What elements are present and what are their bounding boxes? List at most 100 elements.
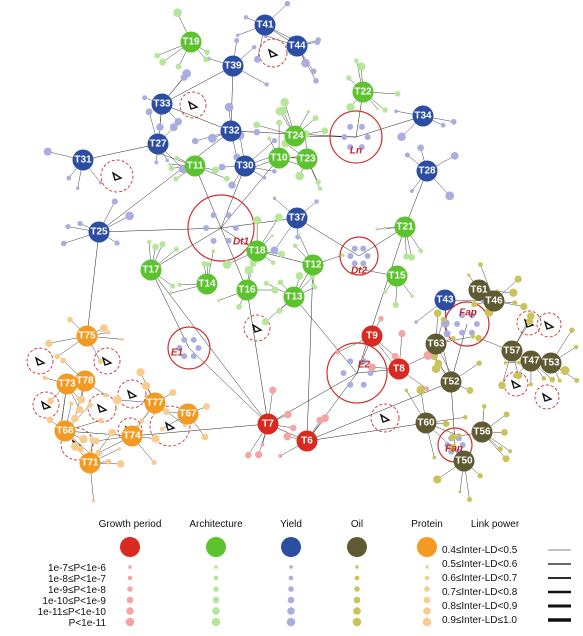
trait-node-t10[interactable]: T10	[268, 147, 290, 169]
trait-node-t41[interactable]: T41	[254, 14, 276, 36]
snp-node	[466, 387, 474, 394]
legend-pvalue-dot	[423, 596, 431, 604]
trait-node-t23[interactable]: T23	[296, 148, 318, 170]
trait-node-circle	[361, 325, 383, 347]
trait-node-circle	[79, 452, 101, 474]
snp-node	[434, 359, 443, 368]
trait-node-t25[interactable]: T25	[88, 221, 110, 243]
group-label-e2: E2	[358, 360, 371, 371]
snp-node	[125, 211, 134, 221]
trait-node-label: T11	[187, 161, 204, 172]
trait-node-t56[interactable]: T56	[471, 421, 493, 443]
trait-node-circle	[501, 340, 523, 362]
snp-node	[75, 405, 84, 414]
legend-pvalue-dot	[212, 607, 220, 615]
trait-node-t43[interactable]: T43	[434, 289, 456, 311]
snp-node	[404, 152, 410, 158]
trait-node-t57[interactable]: T57	[501, 340, 523, 362]
trait-node-t44[interactable]: T44	[286, 35, 308, 57]
trait-node-t71[interactable]: T71	[79, 452, 101, 474]
snp-node	[445, 191, 455, 201]
snp-node	[450, 118, 457, 125]
trait-node-circle	[144, 392, 166, 414]
snp-node	[297, 232, 301, 237]
trait-node-t50[interactable]: T50	[453, 450, 475, 472]
trait-node-t30[interactable]: T30	[234, 155, 256, 177]
trait-node-t46[interactable]: T46	[483, 290, 505, 312]
trait-node-t24[interactable]: T24	[284, 125, 306, 147]
trait-node-t31[interactable]: T31	[72, 149, 94, 171]
trait-node-t6[interactable]: T6	[296, 430, 318, 452]
trait-node-label: T39	[224, 61, 242, 72]
trait-node-t13[interactable]: T13	[283, 286, 305, 308]
snp-node	[218, 163, 226, 171]
snp-node	[449, 433, 457, 441]
trait-node-t34[interactable]: T34	[412, 105, 434, 127]
trait-node-circle	[440, 371, 462, 393]
snp-node	[98, 417, 104, 424]
trait-node-label: T13	[285, 292, 303, 303]
trait-node-t63[interactable]: T63	[425, 333, 447, 355]
trait-node-t28[interactable]: T28	[416, 160, 438, 182]
trait-node-t39[interactable]: T39	[222, 55, 244, 77]
trait-node-label: T28	[418, 166, 436, 177]
trait-node-t11[interactable]: T11	[184, 155, 206, 177]
trait-node-t27[interactable]: T27	[147, 133, 169, 155]
trait-node-circle	[72, 149, 94, 171]
snp-node	[410, 294, 415, 298]
snp-node	[181, 353, 188, 360]
trait-node-t52[interactable]: T52	[440, 371, 462, 393]
cluster-circle-dashed	[93, 347, 121, 375]
snp-node	[477, 473, 483, 479]
link-line	[306, 381, 452, 442]
trait-node-t14[interactable]: T14	[196, 273, 218, 295]
ld-link	[541, 392, 553, 402]
ld-link	[510, 379, 522, 389]
trait-node-t75[interactable]: T75	[76, 325, 98, 347]
snp-node	[274, 213, 283, 222]
snp-node	[340, 253, 345, 258]
snp-node	[283, 432, 292, 441]
trait-node-t19[interactable]: T19	[180, 31, 202, 53]
snp-node	[503, 361, 508, 365]
trait-node-t47[interactable]: T47	[520, 350, 542, 372]
trait-node-t68[interactable]: T68	[54, 420, 76, 442]
trait-node-t9[interactable]: T9	[361, 325, 383, 347]
trait-node-t73[interactable]: T73	[56, 373, 78, 395]
trait-node-t12[interactable]: T12	[302, 254, 324, 276]
trait-node-label: T56	[473, 427, 491, 438]
trait-node-t67[interactable]: T67	[177, 403, 199, 425]
ld-link	[543, 320, 555, 330]
trait-node-t21[interactable]: T21	[394, 216, 416, 238]
trait-node-t53[interactable]: T53	[540, 352, 562, 374]
trait-node-t61[interactable]: T61	[468, 279, 490, 301]
trait-node-t18[interactable]: T18	[246, 240, 268, 262]
trait-node-label: T22	[354, 87, 372, 98]
trait-node-t22[interactable]: T22	[352, 81, 374, 103]
snp-node	[459, 312, 466, 319]
trait-node-t74[interactable]: T74	[121, 425, 143, 447]
ld-link	[267, 48, 279, 58]
snp-node	[60, 357, 67, 364]
snp-node	[454, 321, 461, 327]
trait-node-t77[interactable]: T77	[144, 392, 166, 414]
trait-node-circle	[425, 333, 447, 355]
trait-node-label: T75	[78, 331, 96, 342]
snp-node	[159, 426, 165, 432]
trait-node-t37[interactable]: T37	[286, 207, 308, 229]
snp-node	[295, 171, 305, 181]
trait-node-t32[interactable]: T32	[220, 120, 242, 142]
link-line	[150, 227, 222, 271]
trait-node-t33[interactable]: T33	[151, 93, 173, 115]
cluster-circle-dashed	[117, 417, 143, 443]
trait-node-t7[interactable]: T7	[257, 413, 279, 435]
trait-node-t8[interactable]: T8	[388, 358, 410, 380]
trait-node-label: T46	[485, 296, 503, 307]
snp-node	[261, 318, 269, 326]
trait-node-t15[interactable]: T15	[386, 265, 408, 287]
trait-node-t17[interactable]: T17	[140, 259, 162, 281]
trait-node-t78[interactable]: T78	[74, 370, 96, 392]
trait-node-t60[interactable]: T60	[415, 412, 437, 434]
snp-node	[514, 275, 522, 283]
trait-node-t16[interactable]: T16	[236, 279, 258, 301]
